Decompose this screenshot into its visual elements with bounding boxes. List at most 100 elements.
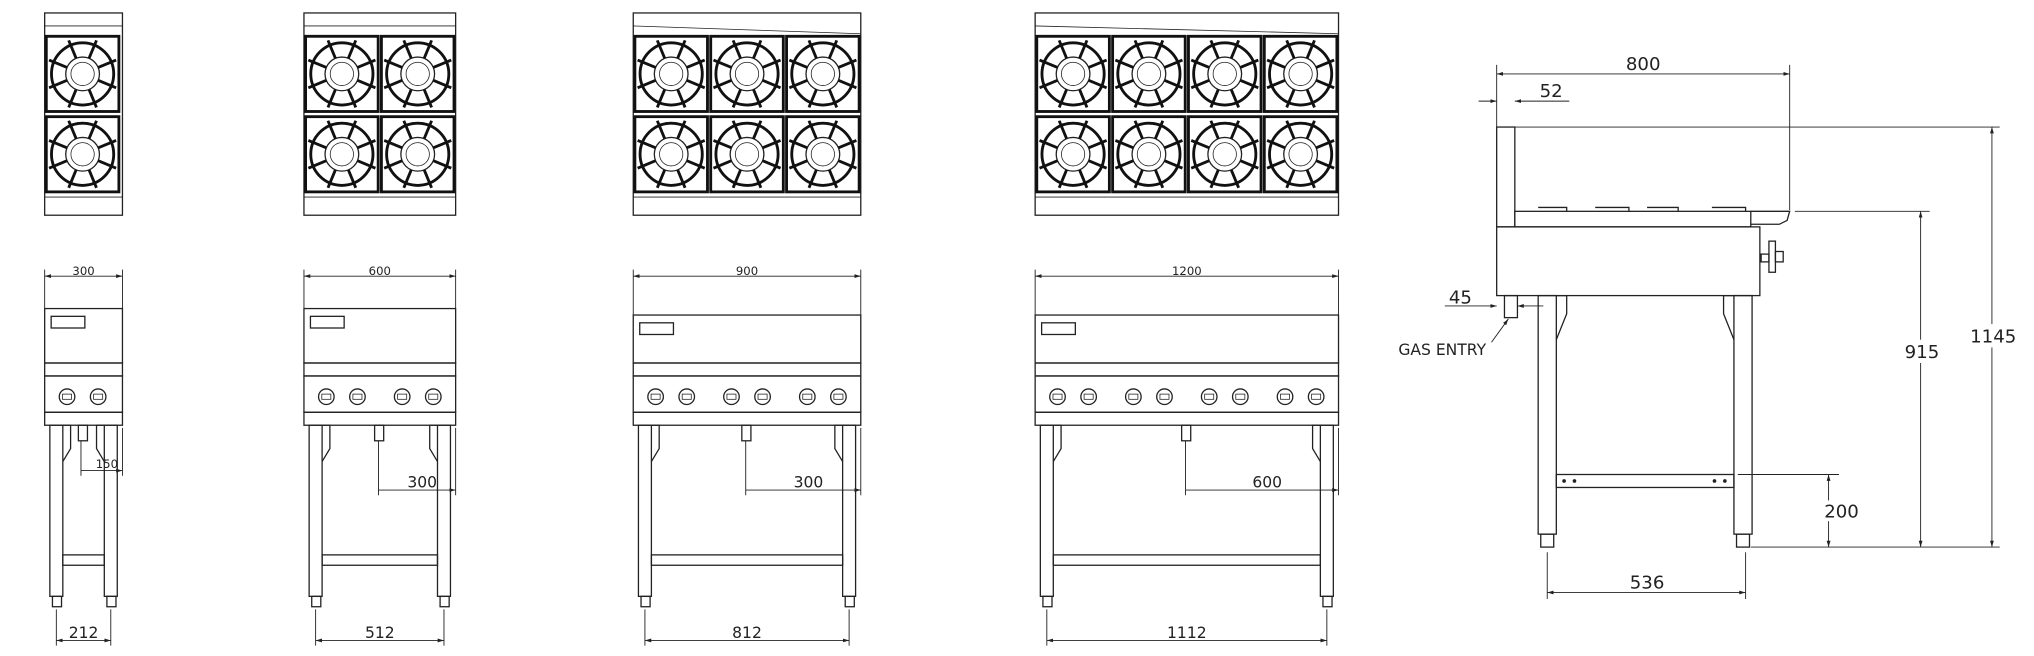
grate-bar <box>307 58 327 69</box>
grate-bar <box>48 159 68 170</box>
grate-bar <box>356 79 376 90</box>
grate-bar <box>1239 58 1259 69</box>
foot <box>439 595 450 608</box>
grate-bar <box>67 169 78 189</box>
burner-cap <box>1131 56 1167 92</box>
knob <box>1080 388 1098 406</box>
grate-bar <box>1088 79 1108 90</box>
grate-bar <box>1285 120 1296 140</box>
knob-grip <box>1159 393 1170 400</box>
gas-entry-label: GAS ENTRY <box>1398 341 1486 359</box>
grate-bar <box>1154 120 1165 140</box>
leg-span-label: 812 <box>732 624 762 642</box>
grate-bar <box>807 120 818 140</box>
top-strip <box>44 362 124 377</box>
work-height-label: 915 <box>1905 342 1940 363</box>
grate-frame <box>785 34 861 113</box>
burner-cap <box>729 136 765 172</box>
grate-bar <box>347 120 358 140</box>
knob <box>1049 388 1066 406</box>
grate-bar <box>1057 39 1068 59</box>
shelf-height-label: 200 <box>1824 501 1859 522</box>
grate-bar <box>1209 39 1220 59</box>
knob-grip <box>397 393 408 400</box>
knob-grip <box>650 393 661 400</box>
burner <box>633 34 709 113</box>
grate-bar <box>1190 139 1210 150</box>
grate-bar <box>1163 139 1183 150</box>
grate-bar <box>655 120 667 140</box>
grate-bar <box>356 159 376 170</box>
knob <box>393 388 411 406</box>
burner-cap <box>65 56 101 92</box>
flue-ext <box>1185 427 1339 496</box>
burner-inner <box>405 61 430 86</box>
knob <box>317 388 335 406</box>
grate-bar <box>87 120 98 140</box>
grate-bar <box>827 88 839 108</box>
grate-ring <box>385 121 451 187</box>
knob-grip <box>1204 393 1215 400</box>
grate-bar <box>686 58 706 69</box>
grate-bar <box>837 139 857 150</box>
grate-frame <box>1111 115 1187 194</box>
grate-ring <box>638 121 704 187</box>
burner-cap <box>65 136 101 172</box>
burner <box>633 115 709 194</box>
burner-cap <box>324 136 360 172</box>
foot <box>1322 595 1333 608</box>
knob <box>723 388 740 406</box>
grate-bar <box>1088 139 1108 150</box>
burner-inner <box>329 142 354 167</box>
grate-bar <box>637 139 657 150</box>
grate-bar <box>1038 58 1059 69</box>
badge <box>1040 322 1076 336</box>
grate-bar <box>1038 159 1059 170</box>
burner <box>1035 115 1111 194</box>
grate-bar <box>676 88 687 108</box>
knob <box>1156 388 1173 406</box>
grate-bar <box>712 79 732 90</box>
flue-offset-label: 150 <box>96 457 118 471</box>
grate-bar <box>712 58 732 69</box>
flue-offset-label: 300 <box>407 473 437 491</box>
grate-bar <box>1163 58 1183 69</box>
burner <box>1111 34 1187 113</box>
grate-bar <box>1266 139 1286 150</box>
grate-bar <box>731 88 742 108</box>
burner-cap <box>1283 56 1319 92</box>
foot <box>1042 595 1053 608</box>
leg-span-label: 512 <box>365 624 395 642</box>
grate-bar <box>1038 79 1059 90</box>
grate-ring <box>714 121 780 187</box>
grate-bar <box>731 169 742 189</box>
grate-bar <box>48 58 68 69</box>
grate-bar <box>686 79 706 90</box>
grate-ring <box>1192 121 1258 187</box>
flue-pipe <box>77 424 89 442</box>
grate-bar <box>1266 79 1286 90</box>
grate-bar <box>48 139 68 150</box>
grate-bar <box>1209 120 1220 140</box>
front-ledge <box>1750 210 1791 225</box>
grate-ring <box>1040 41 1106 107</box>
grate-bar <box>686 139 706 150</box>
grate-bar <box>762 159 782 170</box>
bottom-rail <box>303 411 457 426</box>
grate-bar <box>807 88 818 108</box>
leg-bracket <box>62 424 72 462</box>
grate-frame <box>709 34 785 113</box>
grate-ring <box>714 41 780 107</box>
burner <box>709 115 785 194</box>
flue-pipe <box>1181 424 1192 442</box>
top-view <box>303 12 457 216</box>
grate-bar <box>1305 169 1316 189</box>
knob <box>647 388 665 406</box>
grate-frame <box>1187 115 1263 194</box>
grate-frame <box>44 115 121 194</box>
foot <box>106 595 117 608</box>
grate-bar <box>97 139 117 150</box>
grate-bar <box>402 88 413 108</box>
grate-bar <box>1154 39 1165 59</box>
